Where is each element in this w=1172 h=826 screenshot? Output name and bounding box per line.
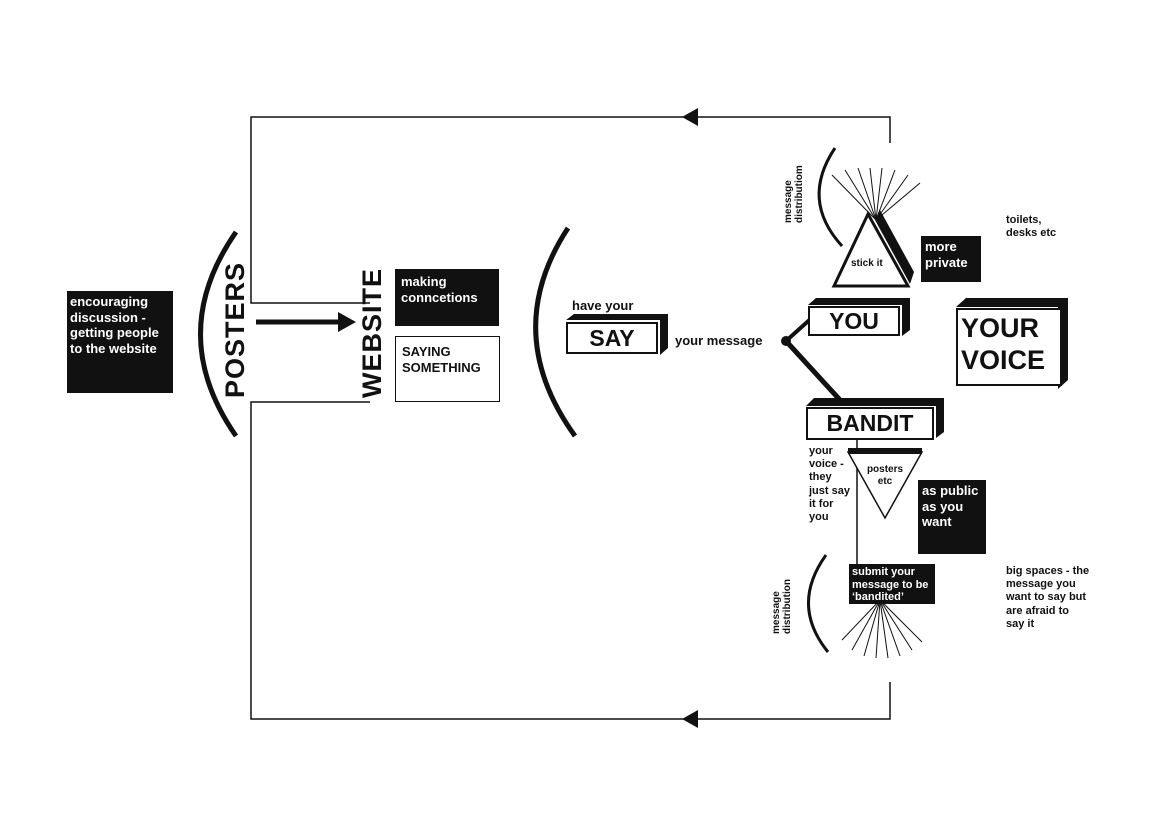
- top-distribution-paren: [817, 147, 844, 248]
- posters-open-paren: [198, 230, 239, 438]
- big-spaces-label: big spaces - the message you want to say…: [1006, 565, 1090, 630]
- top-loop-line: [250, 116, 891, 304]
- website-label: WEBSITE: [357, 267, 387, 398]
- top-loop-arrowhead: [682, 108, 698, 126]
- bandit-box-depth: [806, 398, 944, 438]
- posters-etc-label: posters etc: [866, 464, 904, 487]
- bottom-distribution-paren: [807, 554, 830, 653]
- saying-something-box: SAYING SOMETHING: [395, 336, 500, 402]
- stick-it-label: stick it: [851, 258, 883, 269]
- bottom-distribution-rays: [841, 599, 923, 659]
- posters-to-website-arrowhead: [338, 312, 356, 332]
- toilets-desks-label: toilets, desks etc: [1006, 214, 1057, 240]
- you-box-depth: [808, 298, 910, 336]
- more-private-box: more private: [921, 236, 981, 282]
- say-box-depth: [566, 314, 668, 355]
- making-connections-box: making conncetions: [395, 269, 499, 326]
- say-box: SAY: [566, 322, 658, 354]
- stick-it-triangle: [831, 210, 911, 288]
- bottom-loop-line: [250, 401, 891, 720]
- posters-label: POSTERS: [220, 261, 250, 398]
- bottom-loop-arrowhead: [682, 710, 698, 728]
- message-distribution-top-label: message distributiom: [783, 165, 805, 223]
- your-voice-they-label: your voice - they just say it for you: [809, 445, 850, 523]
- top-distribution-rays: [831, 167, 921, 221]
- your-message-label: your message: [675, 333, 763, 348]
- your-voice-box: YOUR VOICE: [956, 308, 1062, 386]
- posters-etc-triangle-top: [848, 448, 922, 454]
- message-distribution-bottom-label: message distribution: [771, 579, 793, 634]
- submit-message-box: submit your message to be ‘bandited’: [849, 564, 935, 604]
- as-public-box: as public as you want: [918, 480, 986, 554]
- have-your-label: have your: [572, 298, 634, 313]
- bandit-box: BANDIT: [806, 407, 934, 440]
- stick-it-triangle-shadow: [875, 210, 914, 284]
- encouraging-discussion-box: encouraging discussion - getting people …: [67, 291, 173, 393]
- you-box: YOU: [808, 306, 900, 336]
- say-open-paren: [533, 226, 578, 438]
- node-to-bandit-line: [784, 339, 842, 402]
